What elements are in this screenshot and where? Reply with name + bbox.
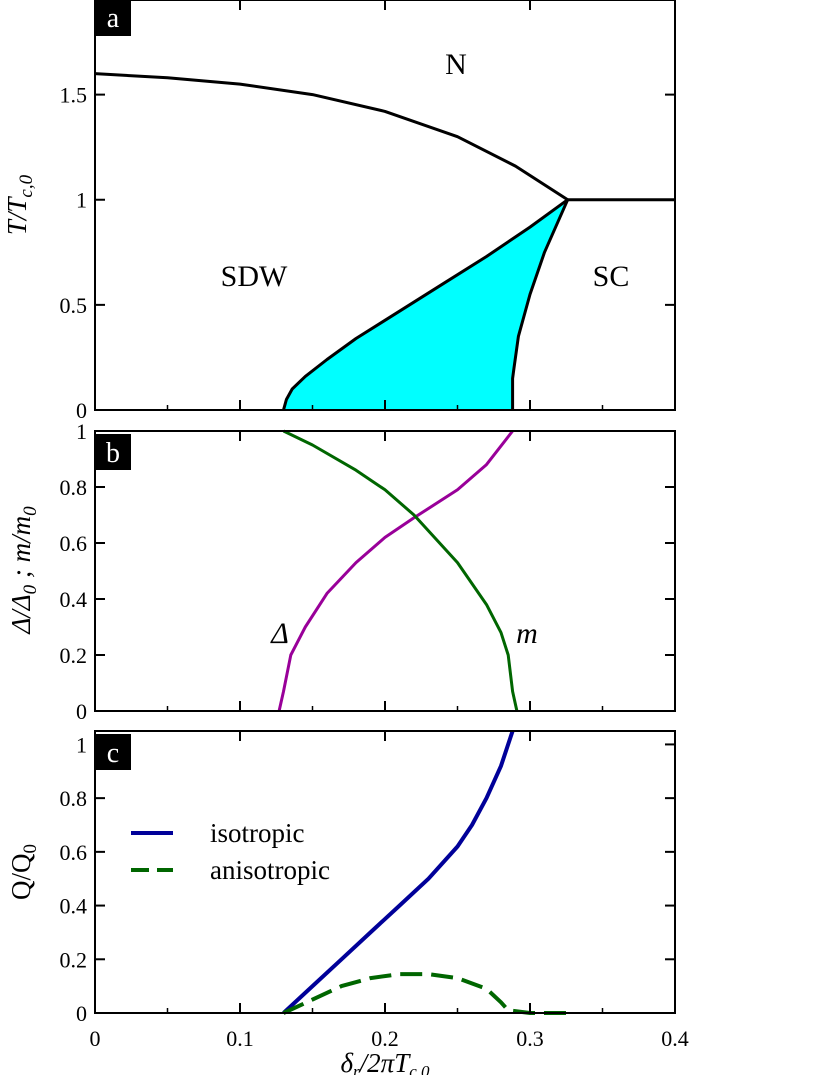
y-tick-label: 0.2	[60, 643, 88, 668]
region-label-n: N	[445, 48, 467, 81]
y-tick-label: 0.6	[60, 840, 88, 865]
panel-b-frame	[94, 430, 676, 712]
series-line-isotropic	[282, 730, 515, 1015]
y-tick-label: 1	[76, 188, 87, 213]
x-tick-label: 0.3	[516, 1026, 544, 1051]
annotation-delta: Δ	[270, 617, 289, 650]
y-tick-label: 0.6	[60, 531, 88, 556]
panel-a-letter: a	[107, 3, 120, 34]
annotation-m: m	[516, 617, 538, 650]
panel-c-letter: c	[107, 738, 119, 769]
x-tick-label: 0	[90, 1026, 101, 1051]
series-line-coexistence-right	[511, 199, 570, 410]
series-line-anisotropic	[282, 972, 574, 1015]
series-line-coexistence-upper	[282, 198, 569, 411]
legend-label-isotropic: isotropic	[210, 818, 305, 848]
panel-a: 0 0.5 1 1.5 a N SDW SC T/Tc,0	[2, 0, 676, 423]
series-line-delta	[277, 430, 514, 712]
y-tick-label: 0.8	[60, 475, 88, 500]
y-tick-label: 1	[76, 732, 87, 757]
y-tick-label: 0	[76, 398, 87, 423]
legend: isotropic anisotropic	[131, 818, 330, 885]
legend-label-anisotropic: anisotropic	[210, 855, 330, 885]
series-line-m	[282, 429, 519, 712]
panel-b-ylabel: Δ/Δ0 ; m/m0	[6, 506, 41, 635]
series-line-n-sdw-boundary	[94, 72, 569, 201]
panel-b-letter: b	[106, 438, 120, 469]
x-axis-label: δr/2πTc,0	[340, 1048, 430, 1075]
panel-a-letter-box	[95, 0, 131, 36]
panel-c-ylabel: Q/Q0	[6, 844, 41, 900]
panel-b-letter-box	[95, 434, 131, 470]
coexistence-region-fill	[283, 199, 568, 410]
region-label-sdw: SDW	[221, 260, 288, 293]
y-tick-label: 0.5	[60, 293, 88, 318]
y-tick-label: 0.2	[60, 947, 88, 972]
x-tick-label: 0.2	[371, 1026, 399, 1051]
panel-c: 0 0.2 0.4 0.6 0.8 1 0 0.1 0.2 0.3 0.4 c isotropic…	[6, 730, 689, 1075]
panel-c-letter-box	[95, 734, 131, 770]
panel-c-frame	[94, 730, 676, 1014]
y-tick-label: 1.5	[60, 83, 88, 108]
y-tick-label: 0	[76, 699, 87, 724]
panel-b: 0 0.2 0.4 0.6 0.8 1 b Δ m Δ/Δ0 ; m/m0	[6, 419, 676, 724]
y-tick-label: 0.4	[60, 587, 88, 612]
region-label-sc: SC	[593, 260, 630, 293]
x-tick-label: 0.4	[661, 1026, 689, 1051]
y-tick-label: 0.4	[60, 894, 88, 919]
y-tick-label: 0.8	[60, 786, 88, 811]
panel-a-ylabel: T/Tc,0	[2, 174, 37, 235]
x-tick-label: 0.1	[226, 1026, 254, 1051]
y-tick-label: 1	[76, 419, 87, 444]
y-tick-label: 0	[76, 1001, 87, 1026]
